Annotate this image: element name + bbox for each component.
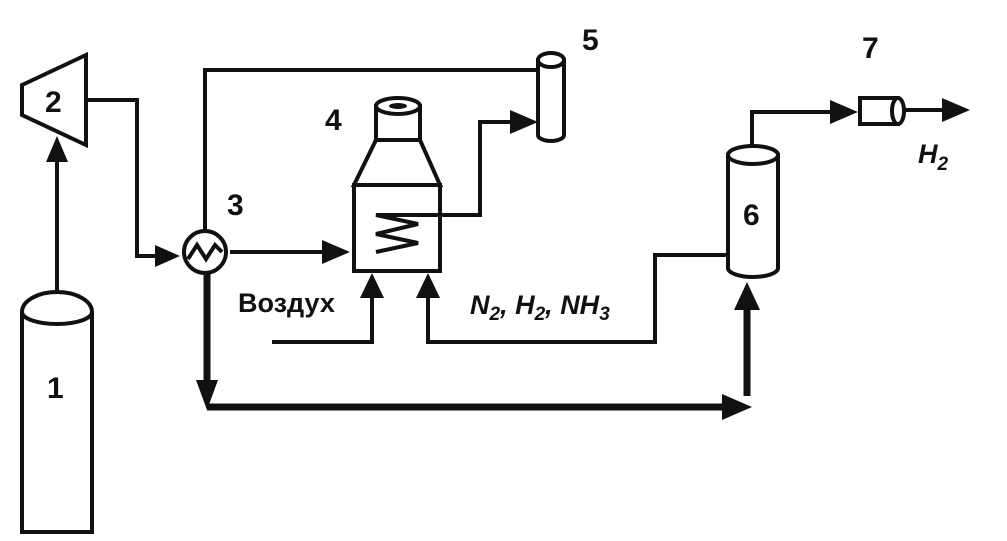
line-column-to-purifier	[750, 110, 830, 148]
arrow-up-into-column	[734, 282, 760, 310]
arrow-product-out	[942, 98, 970, 122]
arrow-right-thick	[722, 394, 752, 420]
reactor-coil-icon	[375, 213, 440, 254]
line-recycle-gas	[426, 253, 728, 344]
cylinder-1	[20, 290, 94, 534]
arrow-into-purifier	[830, 100, 858, 124]
compressor-2	[20, 51, 88, 149]
label-air: Воздух	[238, 288, 335, 318]
label-component-5: 5	[582, 24, 599, 57]
label-component-6: 6	[743, 199, 760, 232]
reactor-4	[350, 96, 444, 273]
label-recycle-gases: N2, H2, NH3	[470, 290, 610, 325]
line-air-inlet	[272, 295, 374, 344]
arrow-into-vessel-5	[510, 110, 538, 134]
arrow-up-to-compressor	[46, 136, 68, 162]
label-product-h2: H2	[918, 139, 949, 175]
label-component-1: 1	[47, 372, 64, 405]
heat-exchanger-3	[182, 229, 228, 275]
line-reactor-coil-to-vessel-5	[440, 120, 520, 217]
label-component-4: 4	[325, 104, 342, 137]
arrow-down-thick	[196, 380, 218, 410]
flow-lines	[55, 68, 945, 411]
arrow-into-heat-exchanger	[155, 245, 180, 267]
purifier-7	[858, 96, 906, 126]
label-component-7: 7	[862, 32, 879, 65]
line-heat-exchanger-to-vessel-5	[203, 68, 538, 232]
arrow-air-up	[360, 273, 384, 298]
line-compressor-to-heat-exchanger	[86, 98, 168, 258]
column-6	[726, 144, 780, 279]
arrowheads	[46, 98, 970, 420]
label-component-2: 2	[45, 86, 62, 119]
arrow-into-reactor	[322, 240, 350, 264]
label-component-3: 3	[227, 189, 244, 222]
vessel-5	[536, 51, 566, 143]
arrow-recycle-up	[416, 273, 440, 298]
